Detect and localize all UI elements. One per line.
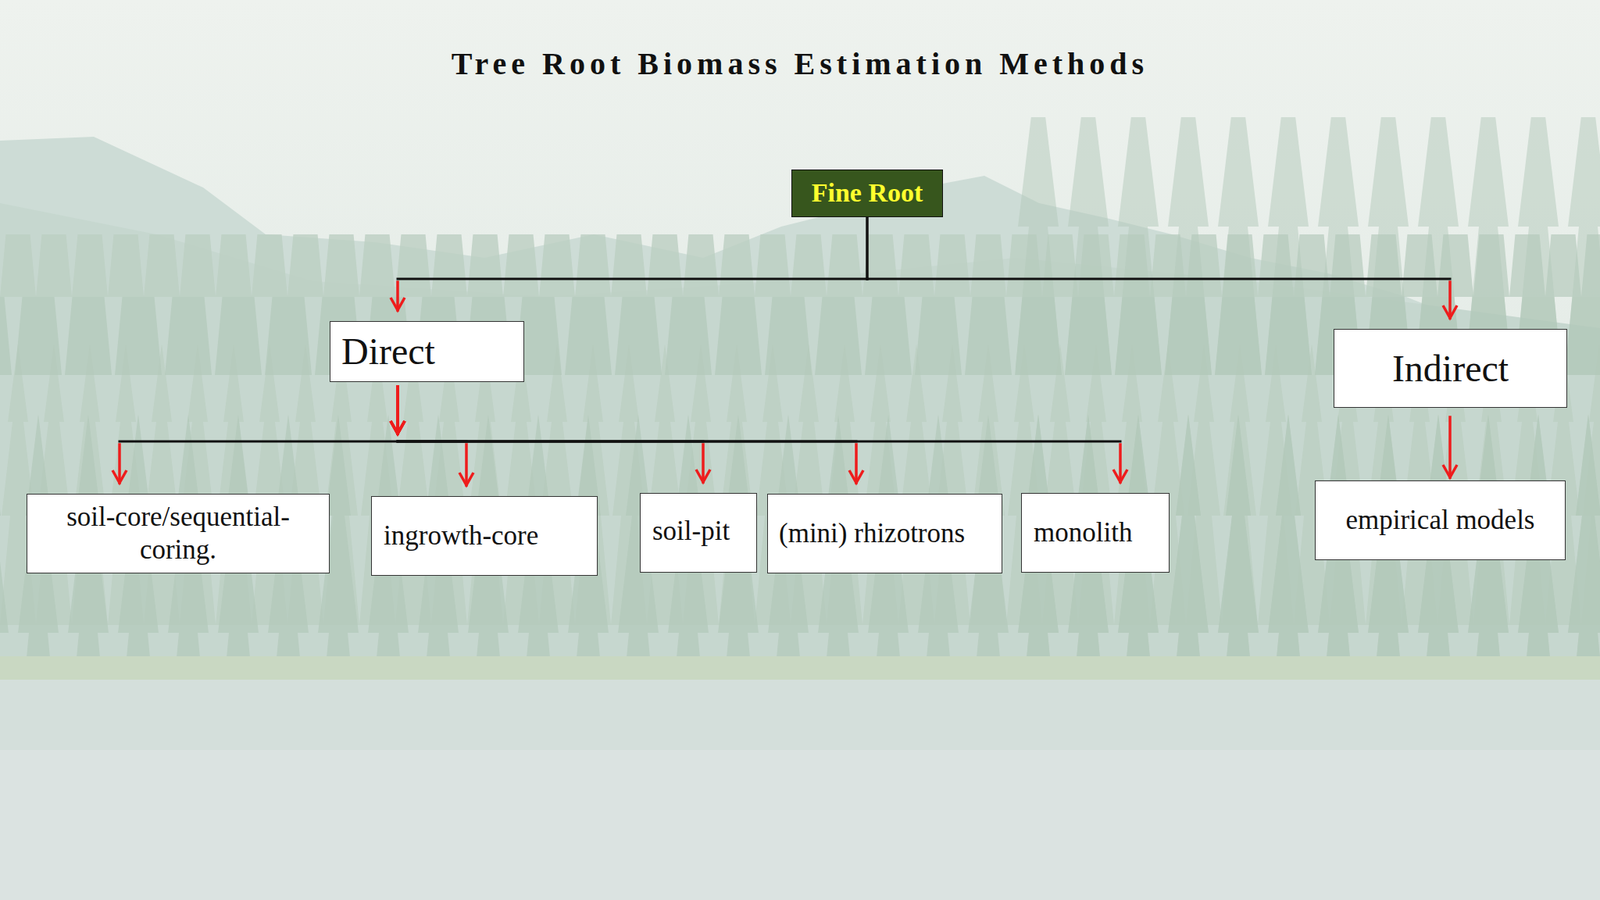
- node-label: ingrowth-core: [383, 519, 539, 553]
- arrow-head: [112, 470, 127, 483]
- arrow-head: [696, 469, 711, 483]
- connector-line: [1448, 282, 1452, 318]
- connector-line: [117, 444, 122, 483]
- node-label: empirical models: [1345, 503, 1535, 537]
- arrow-head: [390, 297, 405, 311]
- connector-arrow: [390, 386, 1128, 483]
- method-box: soil-core/sequential- coring.: [26, 493, 330, 574]
- connector-line: [396, 386, 400, 434]
- connector-line: [396, 386, 400, 434]
- connector-line: [866, 217, 869, 279]
- arrow-head: [390, 421, 405, 434]
- connector-line: [464, 444, 468, 486]
- connector-line: [396, 386, 400, 434]
- connector-arrow: [112, 386, 405, 483]
- connector-line: [1118, 444, 1122, 483]
- node-label: Direct: [341, 328, 436, 375]
- connector-line: [854, 444, 858, 483]
- connector-line: [397, 278, 868, 281]
- arrow-head: [1442, 305, 1458, 318]
- method-box: ingrowth-core: [371, 496, 598, 576]
- connector-line: [701, 444, 705, 483]
- node-label: (mini) rhizotrons: [778, 517, 965, 550]
- connector-line: [867, 278, 1450, 281]
- connector-line: [397, 440, 1121, 443]
- arrow-head: [459, 472, 474, 486]
- connector-line: [119, 440, 398, 443]
- node-label: soil-core/sequential- coring.: [50, 500, 306, 567]
- node-label: Indirect: [1392, 346, 1509, 392]
- method-box: soil-pit: [639, 492, 758, 573]
- diagram-title: Tree Root Biomass Estimation Methods: [0, 45, 1600, 83]
- node-label: soil-pit: [652, 514, 730, 548]
- method-box: empirical models: [1314, 480, 1566, 561]
- connector-line: [866, 217, 869, 279]
- connector-arrow: [867, 217, 1458, 318]
- connector-arrow: [390, 217, 868, 311]
- arrow-head: [849, 470, 864, 483]
- category-box: Direct: [329, 321, 525, 383]
- arrow-head: [1442, 464, 1458, 478]
- node-label: monolith: [1033, 516, 1133, 550]
- method-box: monolith: [1021, 492, 1170, 573]
- connector-arrow: [1442, 417, 1458, 478]
- connector-line: [396, 386, 400, 434]
- method-box: (mini) rhizotrons: [767, 493, 1003, 574]
- connector-line: [1448, 417, 1452, 478]
- root-box: Fine Root: [791, 169, 943, 218]
- connector-arrow: [390, 386, 864, 483]
- node-label: Fine Root: [811, 177, 924, 210]
- arrow-head: [1113, 469, 1128, 483]
- category-box: Indirect: [1333, 328, 1568, 408]
- connector-line: [396, 386, 400, 434]
- connector-arrow: [390, 386, 711, 483]
- connector-arrow: [390, 386, 474, 486]
